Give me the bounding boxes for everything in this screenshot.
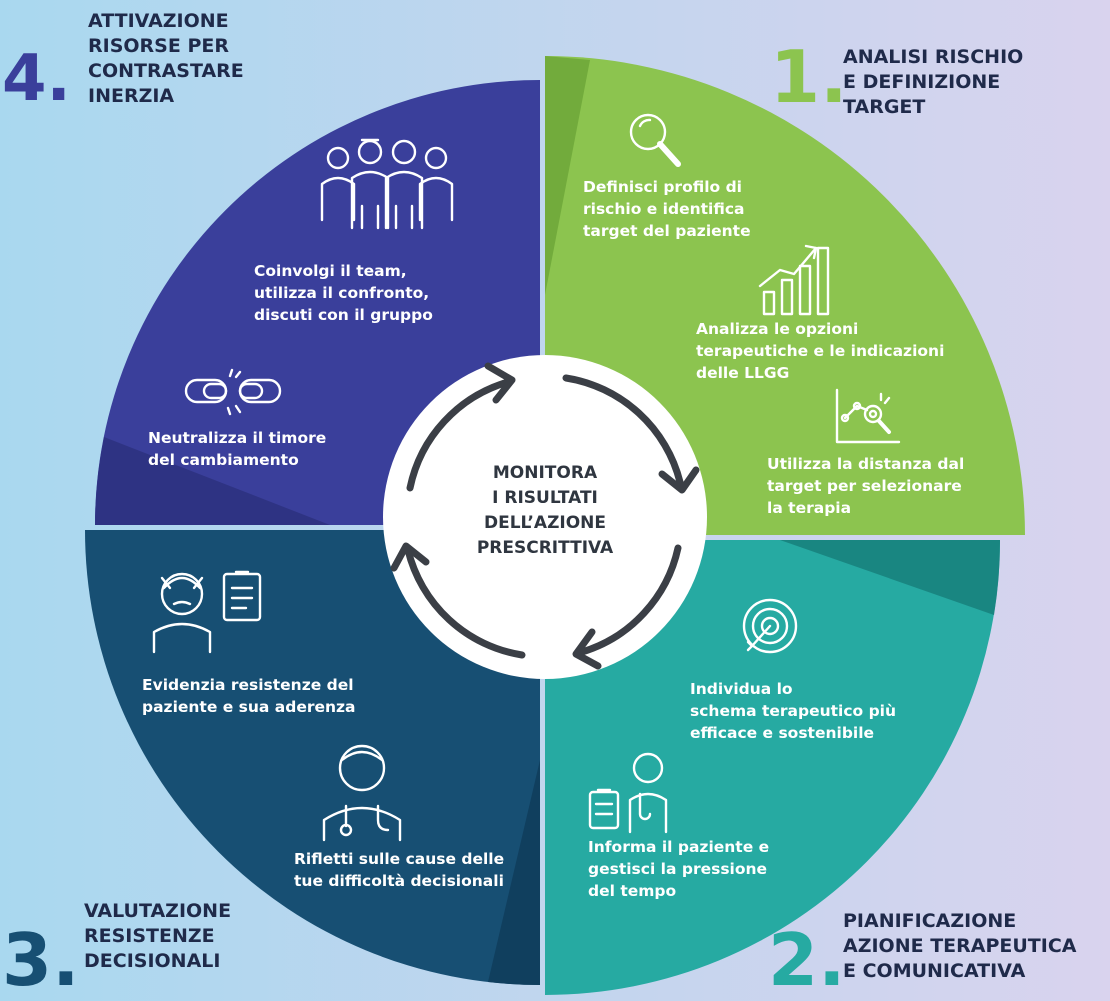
arrowhead-left: [390, 542, 430, 572]
s4-item1-line1: Coinvolgi il team,: [254, 262, 407, 280]
s2-item1-line3: efficace e sostenibile: [690, 724, 874, 742]
s2-item1-line2: schema terapeutico più: [690, 702, 896, 720]
s2-item2-line3: del tempo: [588, 882, 676, 900]
corner-4-number: 4.: [2, 42, 71, 116]
corner-2-line-3: E COMUNICATIVA: [843, 960, 1026, 982]
s3-item2-line1: Rifletti sulle cause delle: [294, 850, 504, 868]
corner-1-line-2: E DEFINIZIONE: [843, 71, 1000, 93]
corner-2-number: 2.: [768, 918, 845, 1001]
data-analysis-icon: [835, 388, 901, 444]
arrowhead-right: [658, 466, 700, 494]
magnifier-icon: [629, 113, 681, 167]
corner-1-line-1: ANALISI RISCHIO: [843, 46, 1023, 68]
broken-chain-icon: [184, 368, 282, 416]
center-line-3: DELL’AZIONE: [484, 513, 606, 533]
corner-1: 1. ANALISI RISCHIO E DEFINIZIONE TARGET: [770, 35, 1023, 119]
corner-3-line-1: VALUTAZIONE: [84, 900, 231, 922]
s3-item1-line1: Evidenzia resistenze del: [142, 676, 354, 694]
center-hub: MONITORA I RISULTATI DELL’AZIONE PRESCRI…: [383, 355, 707, 679]
s1-item1-line1: Definisci profilo di: [583, 178, 742, 196]
corner-3-line-3: DECISIONALI: [84, 950, 220, 972]
s2-item2-line2: gestisci la pressione: [588, 860, 767, 878]
segment-2: [545, 540, 1001, 995]
s3-item1-line2: paziente e sua aderenza: [142, 698, 356, 716]
corner-1-line-3: TARGET: [843, 96, 925, 118]
segment-4-shade: [95, 437, 330, 525]
s1-item3-line1: Utilizza la distanza dal: [767, 455, 964, 473]
center-line-1: MONITORA: [493, 463, 598, 483]
team-icon: [320, 138, 454, 230]
s1-item1-line3: target del paziente: [583, 222, 751, 240]
s4-item1-line2: utilizza il confronto,: [254, 284, 429, 302]
corner-1-number: 1.: [770, 35, 847, 119]
s1-item2-line3: delle LLGG: [696, 364, 789, 382]
segment-2-wedge: [545, 540, 1000, 995]
target-icon: [742, 598, 798, 654]
cycle-arrow-top-right: [562, 374, 684, 486]
s1-item1-line2: rischio e identifica: [583, 200, 745, 218]
corner-2-line-1: PIANIFICAZIONE: [843, 910, 1016, 932]
corner-3-number: 3.: [2, 918, 79, 1001]
s1-item2-line2: terapeutiche e le indicazioni: [696, 342, 944, 360]
doctor-icon: [322, 744, 402, 842]
cycle-arrows: [404, 374, 684, 659]
corner-2-line-2: AZIONE TERAPEUTICA: [843, 935, 1077, 957]
corner-2: 2. PIANIFICAZIONE AZIONE TERAPEUTICA E C…: [768, 910, 1077, 1001]
segment-1-shade: [545, 56, 590, 295]
growth-chart-icon: [758, 244, 830, 316]
cycle-arrow-top-left: [406, 378, 512, 492]
segment-2-shade: [780, 540, 1001, 615]
s4-item2-line1: Neutralizza il timore: [148, 429, 326, 447]
arrowhead-bottom: [572, 628, 602, 670]
s2-item1-line1: Individua lo: [690, 680, 793, 698]
center-circle: [383, 355, 707, 679]
cycle-arrow-bottom-right: [578, 544, 682, 656]
corner-4-line-4: INERZIA: [88, 85, 174, 107]
corner-3-line-2: RESISTENZE: [84, 925, 215, 947]
s4-item2-line2: del cambiamento: [148, 451, 299, 469]
corner-4-line-3: CONTRASTARE: [88, 60, 244, 82]
segment-3: [85, 530, 540, 985]
corner-4: 4. ATTIVAZIONE RISORSE PER CONTRASTARE I…: [2, 10, 244, 116]
cycle-arrow-bottom-left: [404, 546, 526, 659]
s1-item3-line2: target per selezionare: [767, 477, 962, 495]
segment-3-wedge: [85, 530, 540, 985]
s1-item3-line3: la terapia: [767, 499, 851, 517]
corner-4-line-2: RISORSE PER: [88, 35, 229, 57]
segment-3-shade: [488, 760, 540, 985]
arrowhead-top: [484, 362, 516, 404]
center-line-4: PRESCRITTIVA: [477, 538, 614, 558]
doctor-clipboard-icon: [588, 752, 668, 834]
corner-4-line-1: ATTIVAZIONE: [88, 10, 229, 32]
center-line-2: I RISULTATI: [492, 488, 598, 508]
s4-item1-line3: discuti con il gruppo: [254, 306, 433, 324]
cycle-arrowheads: [390, 362, 700, 670]
s3-item2-line2: tue difficoltà decisionali: [294, 872, 504, 890]
stressed-patient-icon: [152, 570, 262, 654]
corner-3: 3. VALUTAZIONE RESISTENZE DECISIONALI: [2, 900, 231, 1001]
s1-item2-line1: Analizza le opzioni: [696, 320, 858, 338]
s2-item2-line1: Informa il paziente e: [588, 838, 769, 856]
